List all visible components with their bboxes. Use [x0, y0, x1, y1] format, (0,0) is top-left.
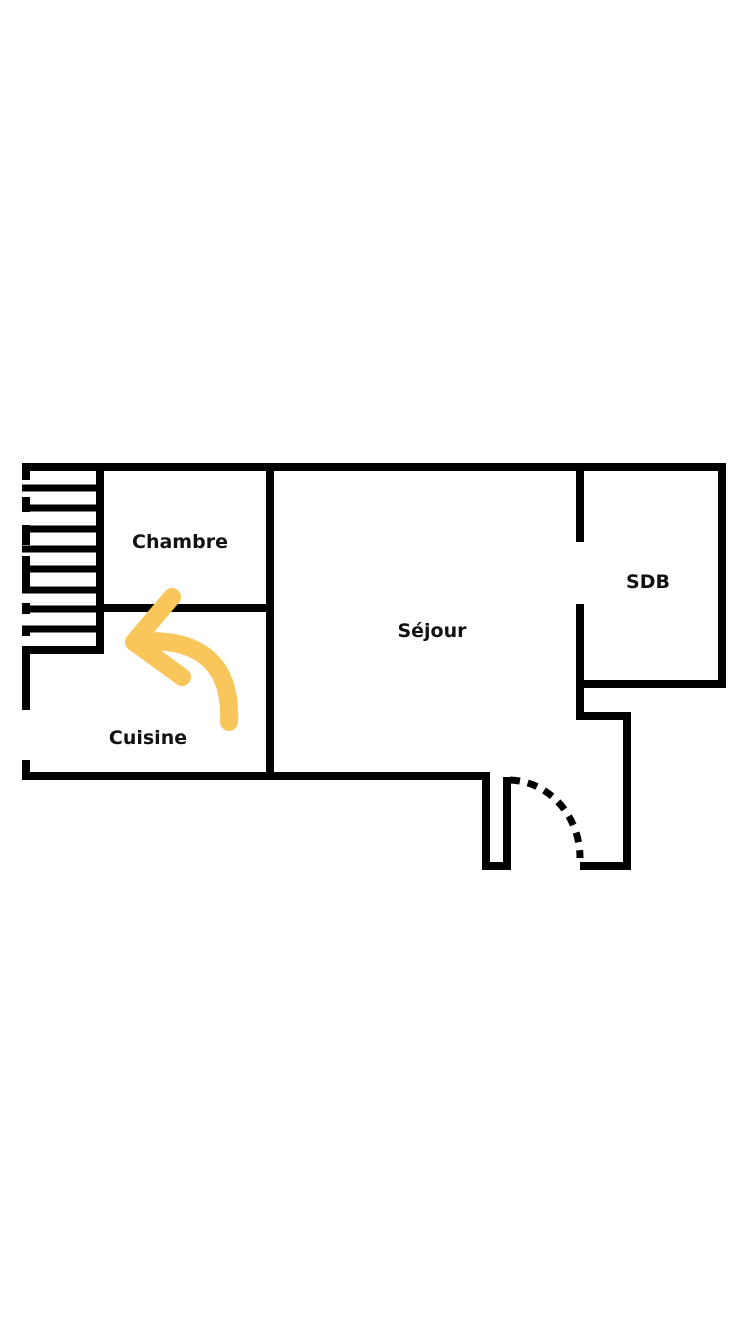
room-label-sejour: Séjour	[397, 620, 467, 642]
door-swing-arc	[509, 776, 584, 859]
arrow-head-upper	[125, 588, 181, 651]
stairs	[22, 484, 100, 633]
room-label-chambre: Chambre	[132, 531, 228, 553]
arrow-shaft	[125, 632, 239, 731]
walls	[22, 463, 726, 870]
room-label-sdb: SDB	[626, 571, 670, 593]
arrow-head-lower	[125, 633, 191, 686]
room-label-cuisine: Cuisine	[109, 727, 187, 749]
direction-arrow-icon	[125, 588, 239, 731]
